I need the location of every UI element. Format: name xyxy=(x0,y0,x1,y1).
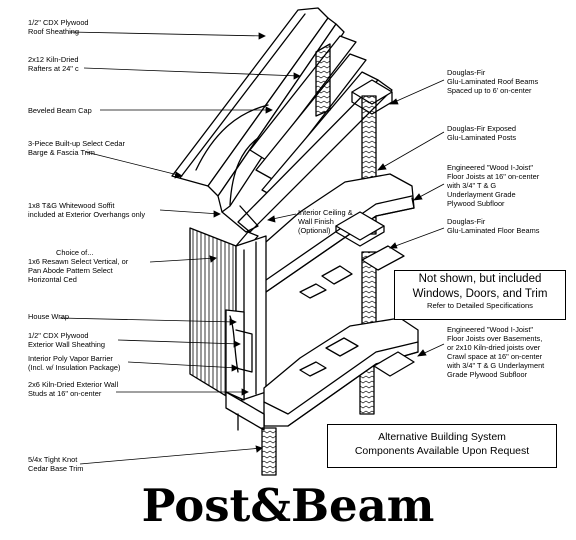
vapor-barrier-label: Interior Poly Vapor Barrier(Incl. w/ Ins… xyxy=(28,354,121,372)
house-wrap-label: House Wrap xyxy=(28,312,69,321)
lower-joists-label: Engineered "Wood I-Joist" Floor Joists o… xyxy=(447,325,545,379)
siding-label: Choice of... 1x6 Resawn Select Vertical,… xyxy=(28,248,129,284)
roof-assembly xyxy=(171,7,393,251)
not-shown-note-box: Not shown, but included Windows, Doors, … xyxy=(394,270,566,320)
roof-beams-label: Douglas-Fir Glu-Laminated Roof Beams Spa… xyxy=(447,68,539,95)
foundation xyxy=(225,391,277,476)
alt-box-line-2: Components Available Upon Request xyxy=(354,445,530,457)
upper-joists-label: Engineered "Wood I-Joist" Floor Joists a… xyxy=(447,163,540,208)
not-shown-line-2: Windows, Doors, and Trim xyxy=(412,288,548,300)
upper-floor xyxy=(249,173,415,299)
posts-label: Douglas-Fir Exposed Glu-Laminated Posts xyxy=(447,124,517,142)
page-title: Post&Beam xyxy=(141,479,435,532)
not-shown-line-3: Refer to Detailed Specifications xyxy=(427,301,533,310)
not-shown-line-1: Not shown, but included xyxy=(418,273,542,285)
floor-beams-label: Douglas-Fir Glu-Laminated Floor Beams xyxy=(447,217,540,235)
interior-finish-label: Interior Ceiling & Wall Finish (Optional… xyxy=(298,208,353,235)
beam-cap-label: Beveled Beam Cap xyxy=(28,106,92,115)
alt-box-line-1: Alternative Building System xyxy=(378,431,506,443)
exterior-wall xyxy=(189,227,267,403)
alternative-components-box: Alternative Building System Components A… xyxy=(327,424,557,468)
